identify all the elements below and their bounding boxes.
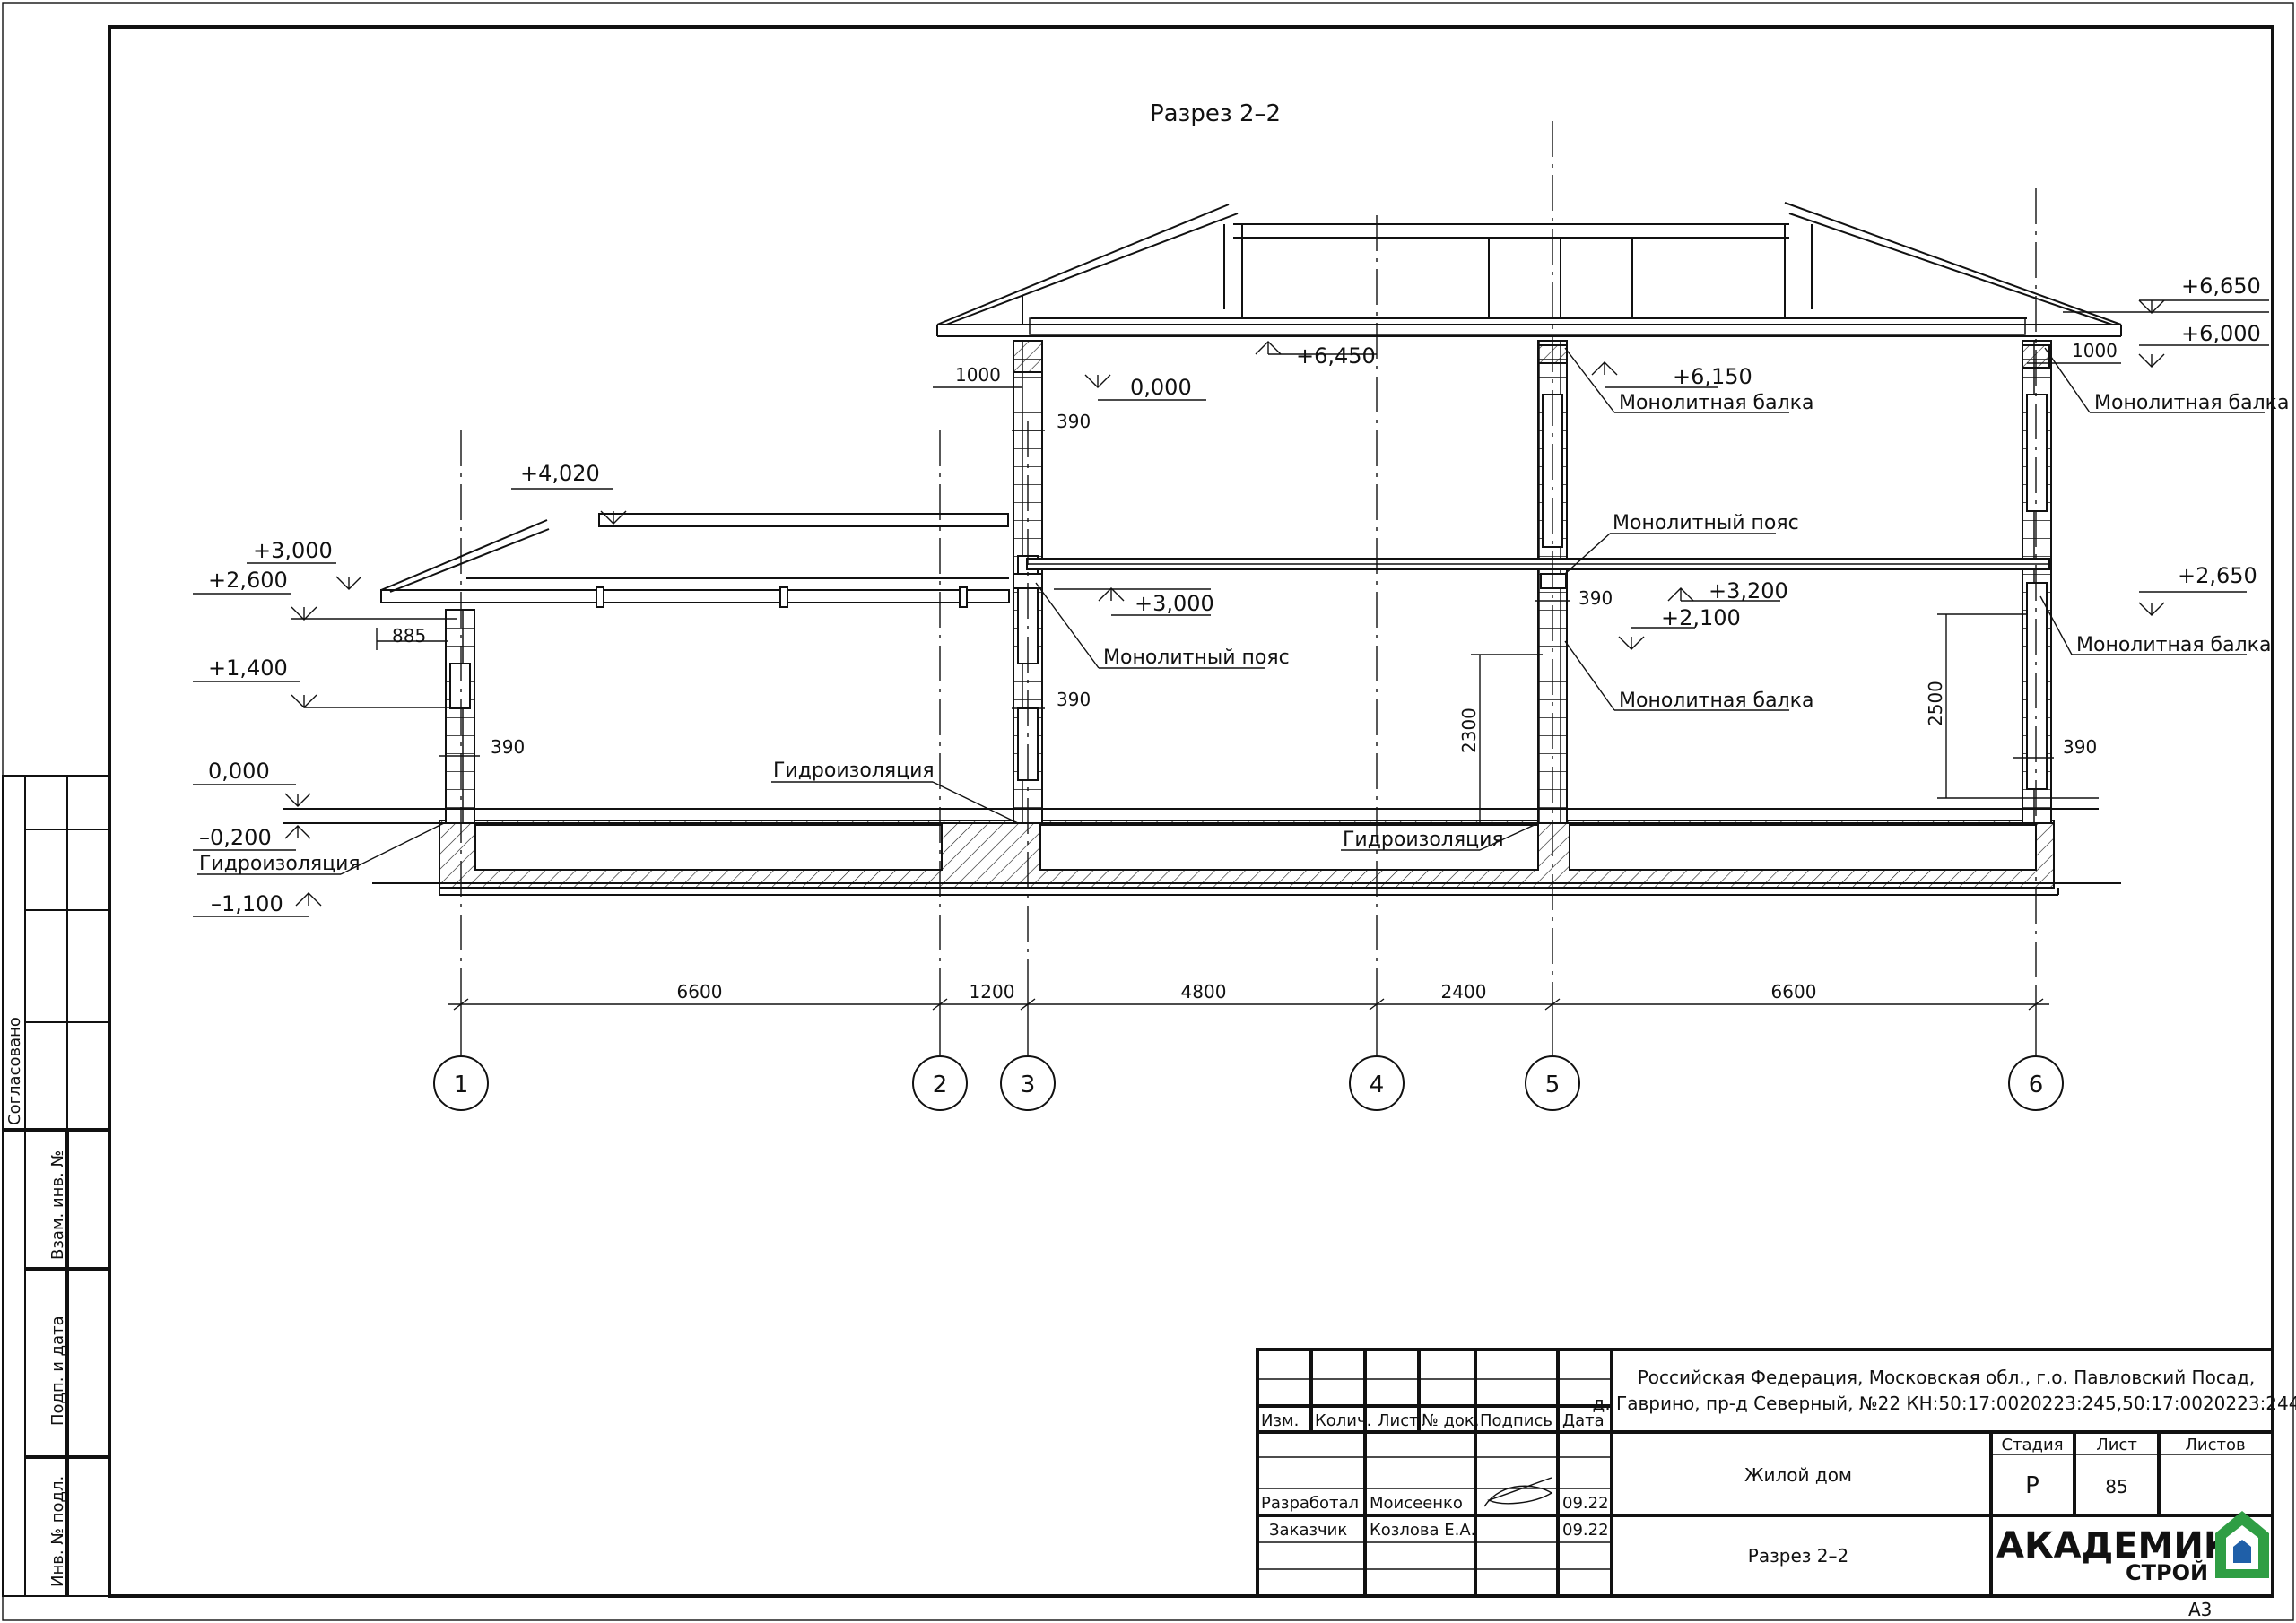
label-waterproofing-1: Гидроизоляция bbox=[773, 759, 935, 782]
dim-390-d: 390 bbox=[1578, 587, 1613, 609]
customer-name: Козлова Е.А. bbox=[1370, 1521, 1475, 1540]
sheet-format: А3 bbox=[2188, 1599, 2212, 1620]
customer-role: Заказчик bbox=[1269, 1521, 1347, 1540]
svg-text:3: 3 bbox=[1021, 1072, 1036, 1098]
elev-2100: +2,100 bbox=[1661, 605, 1741, 630]
side-stamp-strip: Согласовано Взам. инв. № Подп. и дата Ин… bbox=[2, 775, 110, 1597]
hdr-kolich: Колич. bbox=[1315, 1411, 1371, 1430]
agreed-stamp: Согласовано bbox=[5, 1017, 24, 1125]
signature-mark bbox=[1483, 1477, 1553, 1507]
elevation-marks: +6,650 +6,000 +6,450 0,000 +6,150 +4,020… bbox=[193, 273, 2269, 917]
span-1: 6600 bbox=[677, 981, 723, 1002]
hdr-doc: № док. bbox=[1422, 1411, 1480, 1430]
logo-main-text: АКАДЕМИК bbox=[1996, 1525, 2233, 1567]
dim-390-c: 390 bbox=[491, 736, 525, 758]
dim-390-b: 390 bbox=[1057, 689, 1091, 710]
sheet-title: Разрез 2–2 bbox=[1748, 1545, 1848, 1567]
address-line-2: д. Гаврино, пр-д Северный, №22 КН:50:17:… bbox=[1593, 1393, 2296, 1414]
label-waterproofing-3: Гидроизоляция bbox=[1343, 829, 1504, 851]
developed-date: 09.22 bbox=[1562, 1494, 1609, 1513]
elev-2600: +2,600 bbox=[208, 568, 288, 593]
logo-sub-text: СТРОЙ bbox=[2126, 1559, 2208, 1585]
label-beam-1: Монолитная балка bbox=[1619, 392, 1813, 414]
elev-6650: +6,650 bbox=[2181, 273, 2261, 299]
elev-6150: +6,150 bbox=[1673, 364, 1752, 389]
elev-4020: +4,020 bbox=[520, 461, 600, 486]
dim-885: 885 bbox=[392, 625, 426, 647]
sign-date-stamp: Подп. и дата bbox=[48, 1315, 67, 1426]
stage-label: Стадия bbox=[2001, 1436, 2063, 1454]
elev-3000-left: +3,000 bbox=[253, 538, 333, 563]
label-beam-4: Монолитная балка bbox=[2076, 634, 2271, 656]
label-beam-2: Монолитная балка bbox=[2094, 392, 2289, 414]
sheet-value: 85 bbox=[2105, 1476, 2127, 1497]
elev-minus-1100: –1,100 bbox=[211, 891, 283, 916]
address-line-1: Российская Федерация, Московская обл., г… bbox=[1638, 1367, 2256, 1388]
span-3: 4800 bbox=[1181, 981, 1227, 1002]
axis-bubble-1: 1 bbox=[433, 986, 489, 1111]
dim-2500: 2500 bbox=[1925, 681, 1946, 726]
dim-390-e: 390 bbox=[2063, 736, 2097, 758]
label-belt-2: Монолитный пояс bbox=[1103, 647, 1290, 669]
sheets-label: Листов bbox=[2185, 1436, 2245, 1454]
hdr-signature: Подпись bbox=[1480, 1411, 1552, 1430]
svg-text:2: 2 bbox=[933, 1072, 948, 1098]
roof-slope-right bbox=[1784, 202, 2122, 325]
dim-1000-b: 1000 bbox=[2072, 340, 2118, 361]
axis-bubble-3: 3 bbox=[1000, 986, 1056, 1111]
dim-2300: 2300 bbox=[1458, 707, 1480, 753]
sheet-label: Лист bbox=[2096, 1436, 2137, 1454]
developed-role: Разработал bbox=[1261, 1494, 1359, 1513]
dim-1000-a: 1000 bbox=[955, 364, 1001, 386]
callouts: Монолитная балка Монолитная балка Моноли… bbox=[197, 347, 2289, 875]
developed-name: Моисеенко bbox=[1370, 1494, 1463, 1513]
dimensions: 1000 1000 390 390 390 390 390 885 2300 2… bbox=[376, 340, 2121, 1011]
hdr-list: Лист bbox=[1378, 1411, 1419, 1430]
object-name: Жилой дом bbox=[1744, 1464, 1852, 1486]
customer-date: 09.22 bbox=[1562, 1521, 1609, 1540]
roof-slope-left bbox=[936, 204, 1230, 325]
stage-value: Р bbox=[2025, 1472, 2039, 1499]
label-waterproofing-2: Гидроизоляция bbox=[199, 853, 361, 875]
span-5: 6600 bbox=[1771, 981, 1817, 1002]
grid-axes: 1 2 3 4 5 6 bbox=[433, 986, 2064, 1111]
label-belt-1: Монолитный пояс bbox=[1613, 512, 1799, 534]
label-beam-3: Монолитная балка bbox=[1619, 690, 1813, 712]
svg-text:6: 6 bbox=[2029, 1072, 2044, 1098]
hdr-date: Дата bbox=[1562, 1411, 1605, 1430]
span-2: 1200 bbox=[970, 981, 1015, 1002]
drawing-title: Разрез 2–2 bbox=[1150, 100, 1281, 127]
axis-bubble-2: 2 bbox=[912, 986, 968, 1111]
axis-bubble-5: 5 bbox=[1525, 986, 1580, 1111]
title-block: Изм. Колич. Лист № док. Подпись Дата Раз… bbox=[1256, 1348, 2296, 1598]
elev-0-top: 0,000 bbox=[1130, 375, 1192, 400]
span-4: 2400 bbox=[1441, 981, 1487, 1002]
elev-0: 0,000 bbox=[208, 759, 270, 784]
hdr-izm: Изм. bbox=[1261, 1411, 1299, 1430]
axis-bubble-6: 6 bbox=[2008, 986, 2064, 1111]
building-section bbox=[283, 121, 2122, 986]
dim-390-a: 390 bbox=[1057, 411, 1091, 432]
upper-slab bbox=[598, 513, 1009, 527]
elev-6000: +6,000 bbox=[2181, 321, 2261, 346]
wall-axis1 bbox=[445, 609, 475, 824]
replaced-inv-stamp: Взам. инв. № bbox=[48, 1150, 67, 1260]
elev-3000-mid: +3,000 bbox=[1135, 591, 1214, 616]
elev-2650: +2,650 bbox=[2178, 563, 2257, 588]
elev-minus-0200: –0,200 bbox=[199, 825, 272, 850]
elev-3200: +3,200 bbox=[1709, 578, 1788, 603]
elev-6450: +6,450 bbox=[1296, 343, 1376, 369]
porch-ceiling bbox=[380, 589, 1010, 603]
axis-bubble-4: 4 bbox=[1349, 986, 1405, 1111]
svg-text:4: 4 bbox=[1370, 1072, 1385, 1098]
elev-1400: +1,400 bbox=[208, 655, 288, 681]
inv-no-stamp: Инв. № подл. bbox=[48, 1476, 67, 1587]
svg-text:1: 1 bbox=[454, 1072, 469, 1098]
company-logo: АКАДЕМИК СТРОЙ bbox=[1996, 1511, 2269, 1585]
svg-text:5: 5 bbox=[1545, 1072, 1561, 1098]
